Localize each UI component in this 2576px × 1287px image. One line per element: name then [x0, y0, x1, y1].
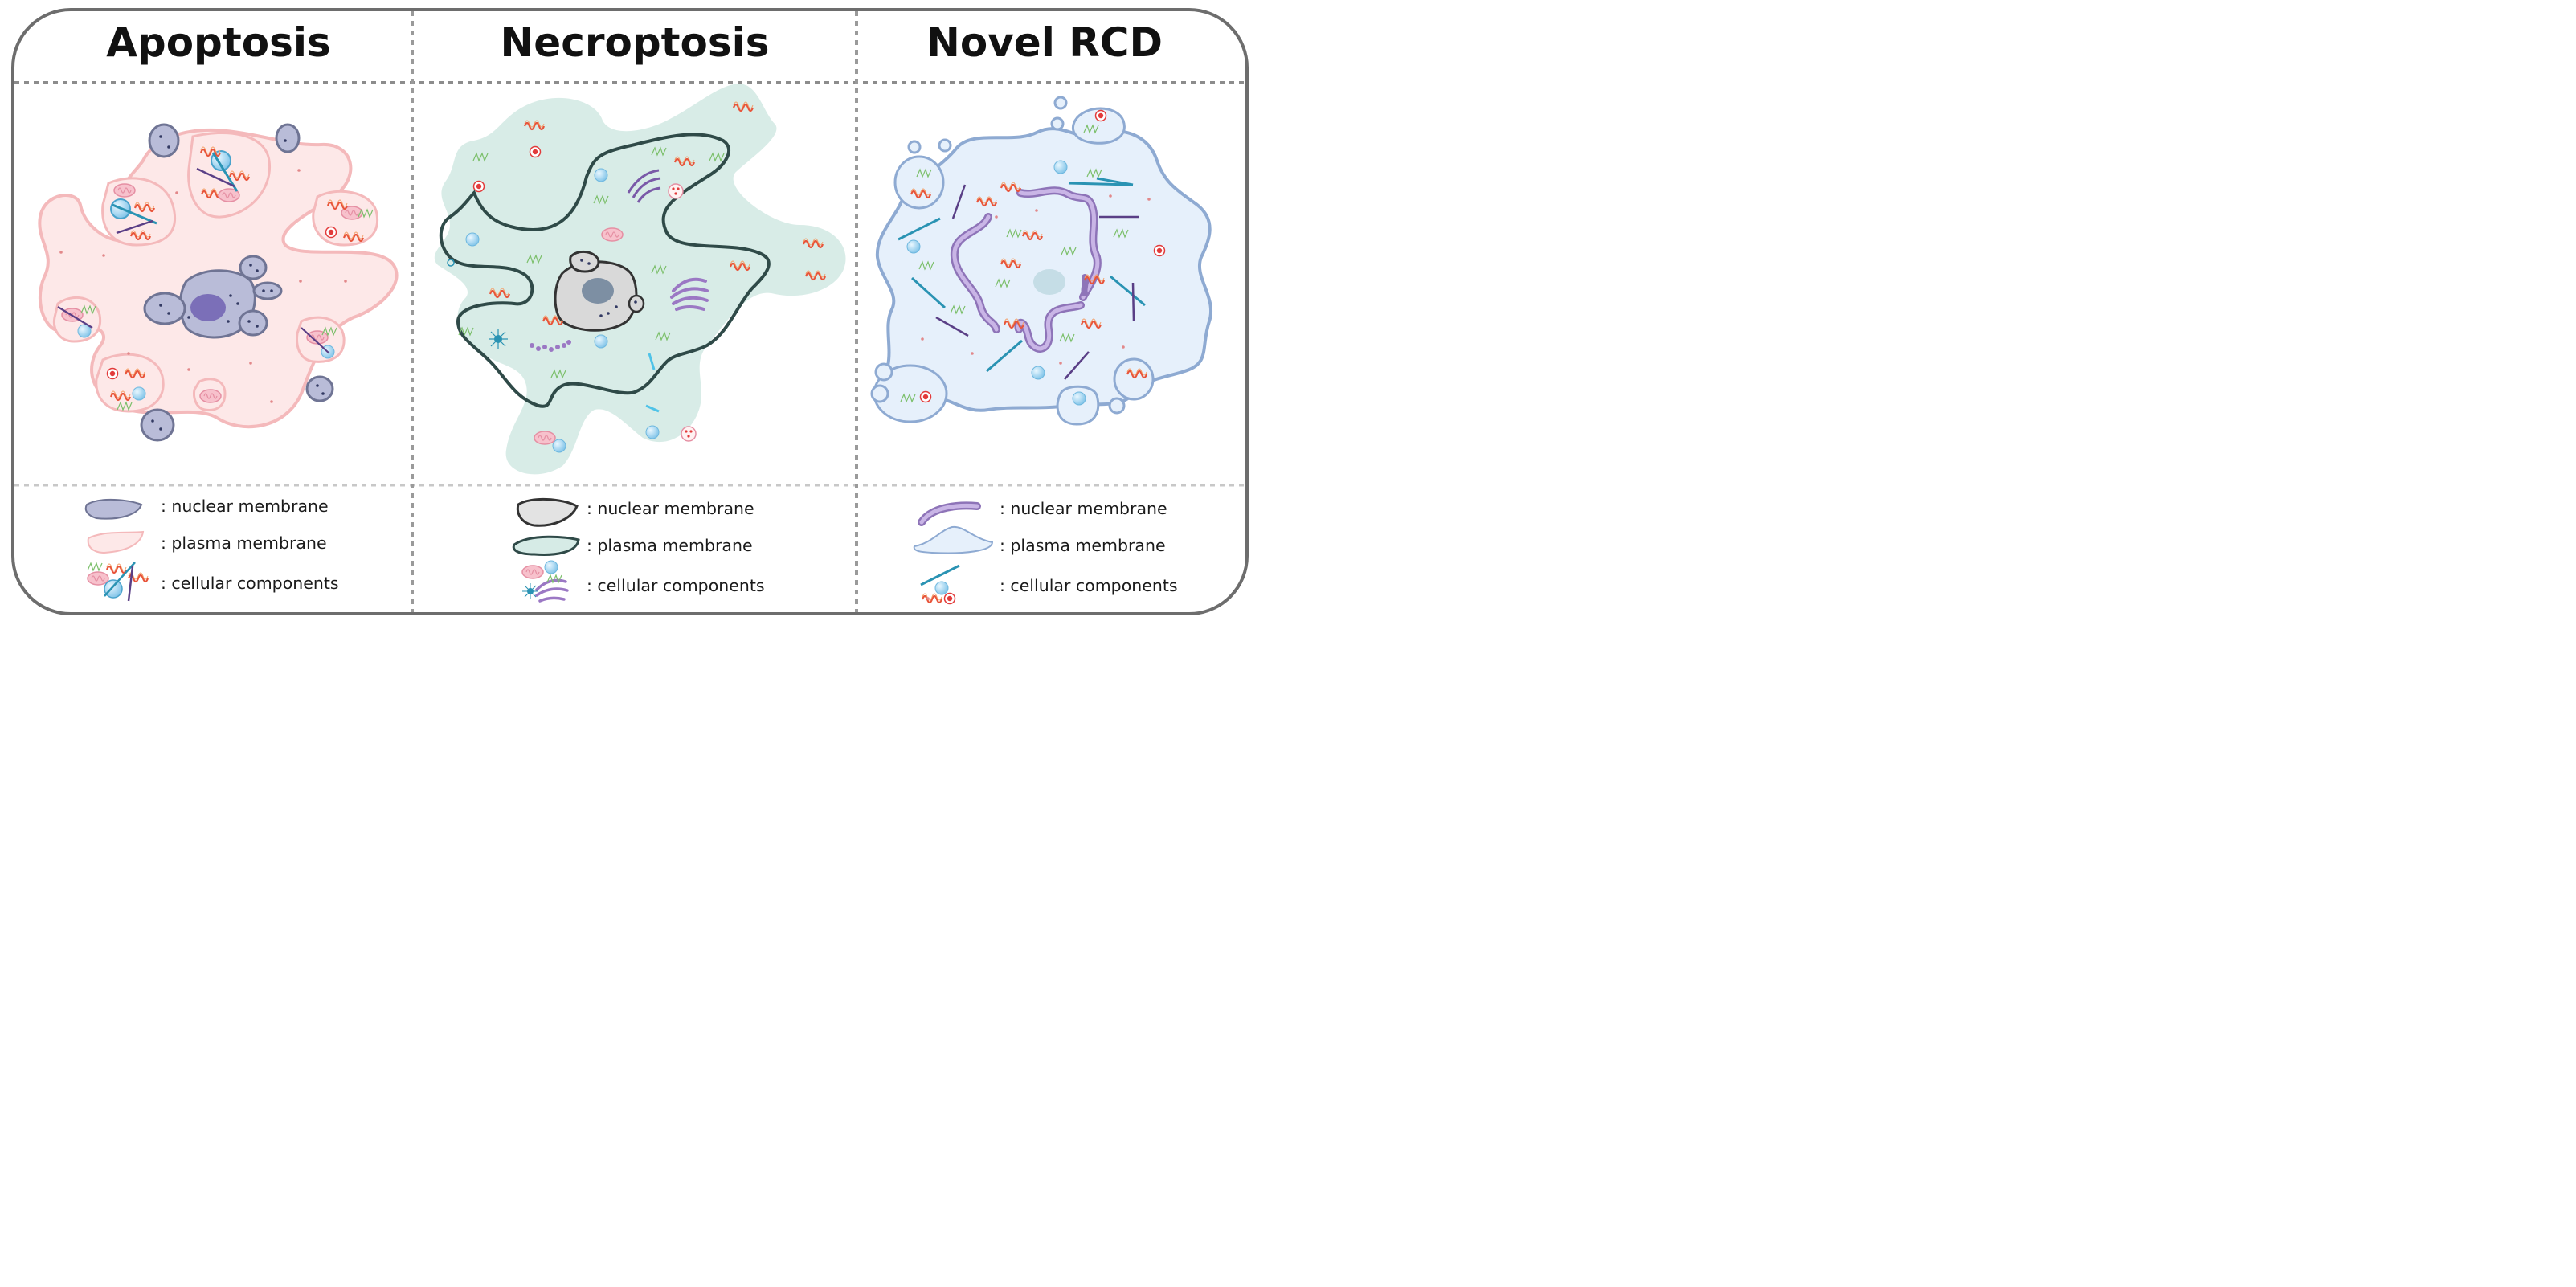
apoptotic-body-right [312, 190, 378, 247]
novel-rcd-legend: : nuclear membrane : plasma membrane : c… [913, 499, 1178, 605]
panel-title-novel-rcd: Novel RCD [926, 19, 1163, 66]
necroptosis-cell [434, 84, 846, 475]
apoptosis-legend-components: : cellular components [161, 574, 339, 593]
necroptosis-plasma-membrane-swatch [512, 535, 580, 556]
novel-rcd-nuclear-membrane-swatch [918, 501, 981, 526]
necroptosis-cytoplasm-leak [434, 84, 846, 475]
necroptosis-legend: : nuclear membrane : plasma membrane : c… [512, 497, 765, 603]
apoptosis-nuclear-fragments [140, 123, 334, 442]
novel-rcd-cell [870, 96, 1212, 426]
necroptosis-legend-components: : cellular components [587, 576, 765, 595]
apoptotic-body-right-small [296, 316, 346, 363]
novel-rcd-nuclear-membrane [950, 186, 1102, 353]
novel-rcd-legend-nuclear: : nuclear membrane [1000, 499, 1167, 518]
apoptosis-cell [38, 123, 399, 442]
necroptosis-nucleus [554, 251, 645, 332]
apoptosis-nuclear-membrane-swatch [84, 498, 143, 520]
panel-title-necroptosis: Necroptosis [500, 19, 769, 66]
necroptosis-centrosome [489, 329, 508, 349]
necroptosis-nuclear-membrane-swatch [516, 497, 579, 527]
novel-rcd-organelles [898, 109, 1166, 406]
necroptosis-peroxisome [668, 183, 697, 442]
novel-rcd-blebs [870, 96, 1155, 426]
necroptosis-legend-plasma: : plasma membrane [587, 536, 753, 555]
apoptosis-plasma-membrane-swatch [87, 530, 145, 554]
apoptosis-legend: : nuclear membrane : plasma membrane : c… [84, 496, 339, 602]
apoptotic-body-bottom [95, 353, 165, 413]
apoptosis-cytoplasm-dots [59, 169, 347, 403]
novel-rcd-legend-plasma: : plasma membrane [1000, 536, 1166, 555]
apoptotic-body-left [101, 177, 177, 247]
necroptosis-legend-nuclear: : nuclear membrane [587, 499, 754, 518]
necroptosis-ribosomes [530, 340, 571, 352]
necroptosis-golgi [670, 277, 709, 311]
novel-rcd-cellular-components-swatch [920, 564, 960, 605]
novel-rcd-plasma-membrane-swatch [913, 525, 994, 554]
apoptosis-legend-nuclear: : nuclear membrane [161, 496, 329, 516]
necroptosis-er [627, 169, 661, 203]
apoptotic-body-top [187, 132, 272, 219]
figure-canvas: Apoptosis Necroptosis Novel RCD [11, 8, 1249, 615]
panel-title-apoptosis: Apoptosis [106, 19, 331, 66]
necroptosis-organelles [447, 100, 827, 453]
necroptosis-cellular-components-swatch [521, 560, 569, 603]
apoptotic-body-left-small [52, 296, 102, 343]
novel-rcd-legend-components: : cellular components [1000, 576, 1178, 595]
apoptotic-body-bottom-small [193, 378, 227, 411]
necroptosis-plasma-membrane [439, 133, 771, 408]
apoptosis-legend-plasma: : plasma membrane [161, 533, 327, 553]
novel-rcd-nucleolus [1033, 269, 1065, 295]
apoptosis-cellular-components-swatch [87, 562, 149, 602]
